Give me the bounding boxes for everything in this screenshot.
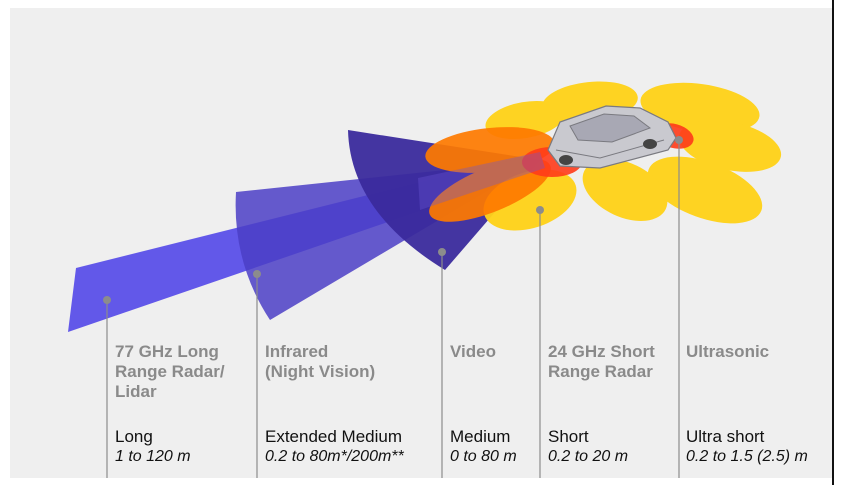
dot-video [438, 248, 446, 256]
range-value: 0.2 to 80m*/200m** [265, 448, 404, 465]
ultrasonic-zones [483, 81, 782, 231]
range-short-range-radar: Short 0.2 to 20 m [548, 427, 628, 467]
tech-name-line: Range Radar [548, 362, 653, 381]
label-long-range-radar: 77 GHz Long Range Radar/ Lidar [115, 342, 225, 402]
tech-name-line: 77 GHz Long [115, 342, 219, 361]
dot-long-range [103, 296, 111, 304]
range-name: Ultra short [686, 427, 765, 446]
dot-infrared [253, 270, 261, 278]
leader-dots [103, 136, 683, 304]
range-video: Medium 0 to 80 m [450, 427, 517, 467]
label-short-range-radar: 24 GHz Short Range Radar [548, 342, 655, 382]
range-name: Short [548, 427, 589, 446]
range-long-range-radar: Long 1 to 120 m [115, 427, 191, 467]
label-ultrasonic: Ultrasonic [686, 342, 769, 362]
leader-lines [106, 140, 680, 478]
range-value: 1 to 120 m [115, 448, 191, 465]
tech-name-line: Lidar [115, 382, 157, 401]
range-ultrasonic: Ultra short 0.2 to 1.5 (2.5) m [686, 427, 808, 467]
range-name: Extended Medium [265, 427, 403, 446]
ultrasonic-petal [640, 82, 760, 134]
tech-name-line: Ultrasonic [686, 342, 770, 361]
range-value: 0.2 to 20 m [548, 448, 629, 465]
tech-name-line: 24 GHz Short [548, 342, 655, 361]
car-icon [547, 105, 677, 169]
range-value: 0 to 80 m [450, 448, 517, 465]
short-radar-petal [429, 158, 551, 222]
ultrasonic-petal [582, 159, 668, 221]
tech-name-line: Range Radar/ [115, 362, 225, 381]
range-infrared: Extended Medium 0.2 to 80m*/200m** [265, 427, 404, 467]
tech-name-line: (Night Vision) [265, 362, 376, 381]
radar-beam-overlay [418, 152, 545, 210]
ultrasonic-petal [647, 156, 763, 224]
ultrasonic-petal [678, 120, 782, 172]
tech-name-line: Infrared [265, 342, 329, 361]
label-video: Video [450, 342, 496, 362]
dot-short-radar [536, 206, 544, 214]
frame-right-border [832, 0, 834, 485]
range-name: Long [115, 427, 153, 446]
dot-ultrasonic [675, 136, 683, 144]
range-name: Medium [450, 427, 511, 446]
tech-name-line: Video [450, 342, 496, 361]
range-value: 0.2 to 1.5 (2.5) m [686, 448, 808, 465]
label-infrared: Infrared (Night Vision) [265, 342, 375, 382]
